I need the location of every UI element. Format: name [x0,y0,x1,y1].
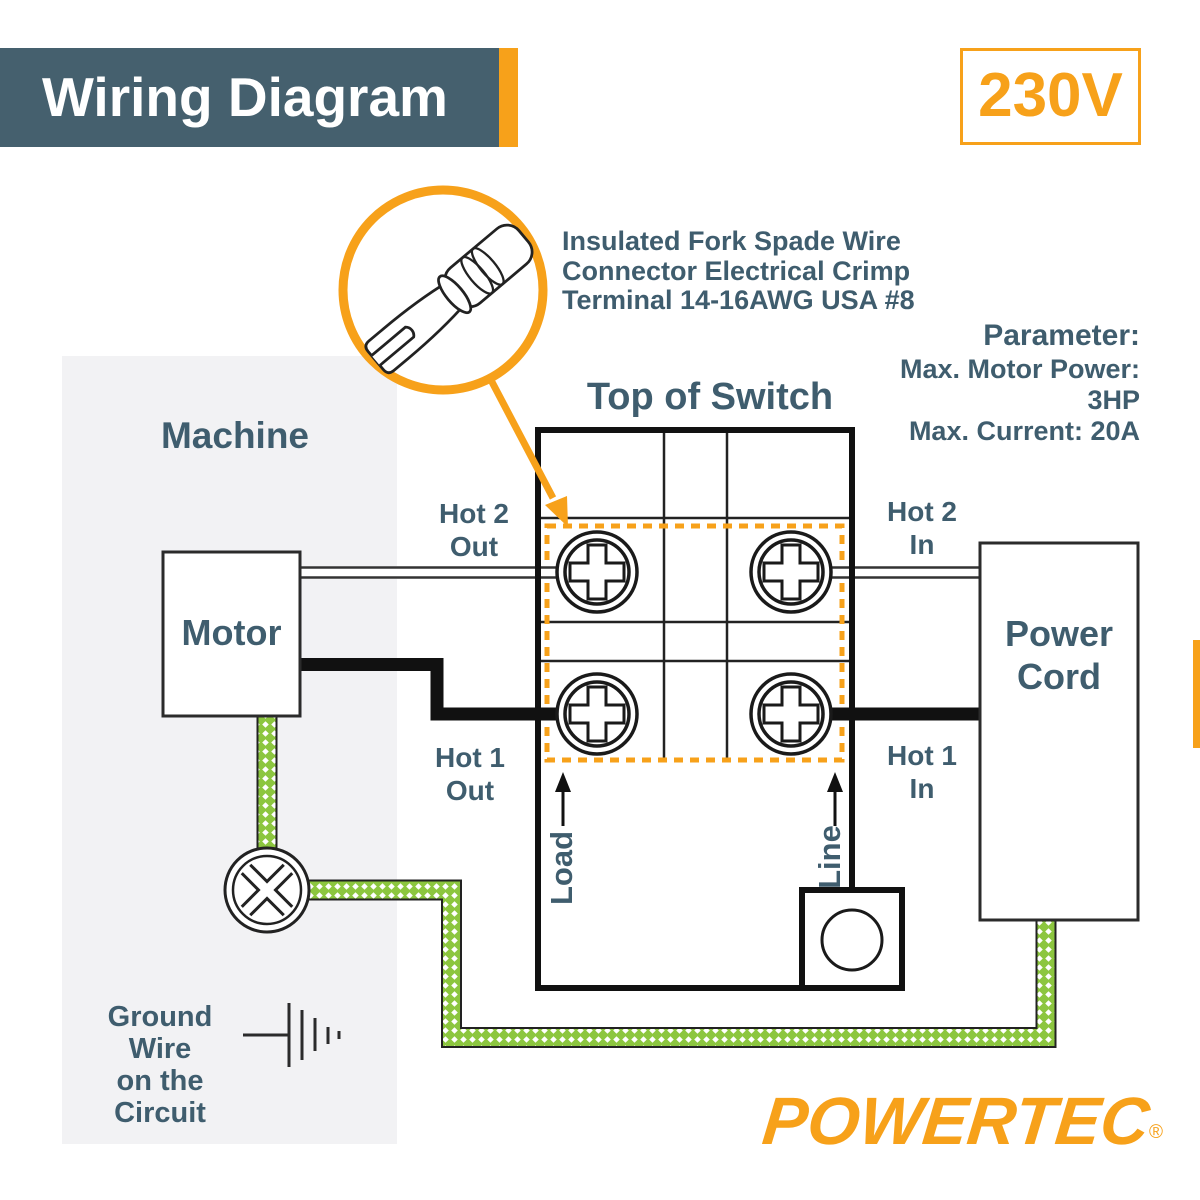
terminal-screw-icon [555,672,639,756]
machine-region [62,356,397,1144]
hot2-wire-right [824,566,980,579]
switch-grid-lines [538,430,852,760]
load-arrow-icon [555,772,571,826]
powertec-logo: POWERTEC® [688,1084,1163,1160]
line-connector-box [799,887,905,991]
title-banner: Wiring Diagram [0,48,499,147]
parameter-line: Max. Current: 20A [908,416,1140,446]
terminal-screw-icon [749,672,833,756]
ground-circle-x-icon [223,846,311,934]
hot1-in-label: Hot 1 In [887,740,957,804]
line-button-icon [820,908,884,972]
line-label: Line [812,825,847,889]
power-cord-box [978,541,1140,922]
banner-accent-stripe [499,48,518,147]
motor-box [161,550,302,718]
hot2-in-label: Hot 2 In [887,496,957,560]
page-title: Wiring Diagram [42,66,448,128]
hot1-out-label: Hot 1 Out [435,742,505,806]
power-cord-label: Power Cord [980,612,1138,698]
machine-label: Machine [160,415,310,456]
callout-pointer-arrow [488,380,568,527]
brand-name: POWERTEC [759,1084,1153,1159]
callout-line: Insulated Fork Spade Wire [562,226,901,256]
callout-line: Connector Electrical Crimp [562,255,911,286]
fork-spade-connector-icon [364,223,534,375]
parameters-heading: Parameter: [983,319,1140,352]
right-edge-accent [1193,640,1200,748]
line-arrow-icon [827,772,843,826]
parameters-block: Parameter: Max. Motor Power: 3HP Max. Cu… [840,318,1140,447]
hot1-wire-left [300,658,558,721]
terminal-highlight-dashed-box [544,523,845,763]
hot2-out-label: Hot 2 Out [439,498,509,562]
callout-circle [338,185,568,527]
power-cord-line: Cord [1017,656,1101,697]
top-of-switch-label: Top of Switch [586,376,834,418]
parameter-line: Max. Motor Power: 3HP [899,354,1140,415]
terminal-screws [555,530,833,756]
switch-border [535,427,855,991]
callout-line: Terminal 14-16AWG USA #8 [562,285,915,315]
terminal-screw-icon [749,530,833,614]
callout-text: Insulated Fork Spade Wire Connector Elec… [562,226,942,316]
registered-mark-icon: ® [1149,1122,1163,1143]
power-cord-line: Power [1004,613,1114,654]
earth-ground-icon [243,1003,341,1067]
motor-label: Motor [181,612,282,653]
hot2-wire-left [298,566,560,579]
ground-wire-symbol-to-power-cord [306,879,1057,1048]
load-label: Load [544,830,579,906]
voltage-badge: 230V [960,48,1141,145]
ground-wire-label: Ground Wire on the Circuit [107,1001,213,1129]
terminal-screw-icon [555,530,639,614]
